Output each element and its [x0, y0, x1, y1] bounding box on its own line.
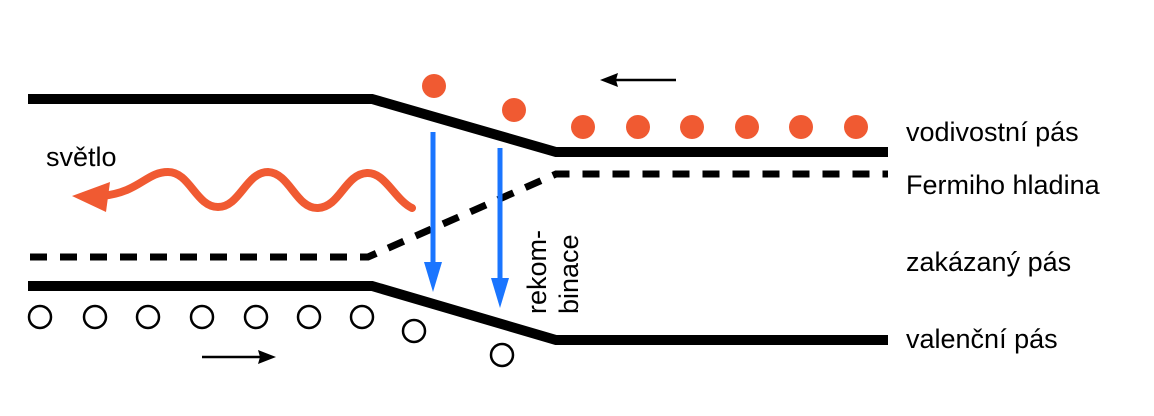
electrons	[422, 74, 868, 139]
hole	[82, 304, 108, 330]
hole	[296, 304, 322, 330]
arrow-down-icon	[491, 278, 509, 308]
electron	[680, 115, 704, 139]
band-gap-label: zakázaný pás	[906, 247, 1071, 277]
hole	[27, 304, 53, 330]
electron-flow-arrow arrow-left-icon	[600, 73, 676, 87]
recombination-label-line1: rekom-	[522, 230, 552, 314]
electron	[502, 98, 526, 122]
arrow-down-icon	[424, 262, 442, 292]
conduction-band-line	[28, 94, 888, 157]
recombination-label: rekom- binace	[522, 230, 584, 314]
hole	[135, 304, 161, 330]
recombination-arrows	[424, 132, 509, 308]
light-label: světlo	[46, 142, 117, 172]
hole	[489, 342, 515, 368]
recombination-label-line2: binace	[554, 234, 584, 314]
hole	[349, 304, 375, 330]
holes	[27, 304, 515, 368]
hole	[189, 304, 215, 330]
hole	[401, 318, 427, 344]
electron	[422, 74, 446, 98]
hole	[243, 304, 269, 330]
conduction-band-label: vodivostní pás	[906, 117, 1079, 147]
electron	[844, 115, 868, 139]
light-emission-arrow wavy-arrow-icon	[72, 167, 416, 212]
fermi-level-label: Fermiho hladina	[906, 170, 1101, 200]
electron	[626, 115, 650, 139]
valence-band-label: valenční pás	[906, 324, 1058, 354]
electron	[789, 115, 813, 139]
electron	[735, 115, 759, 139]
fermi-level-line	[30, 170, 888, 261]
valence-band-line	[28, 281, 888, 345]
electron	[571, 115, 595, 139]
hole-flow-arrow arrow-right-icon	[202, 350, 276, 364]
